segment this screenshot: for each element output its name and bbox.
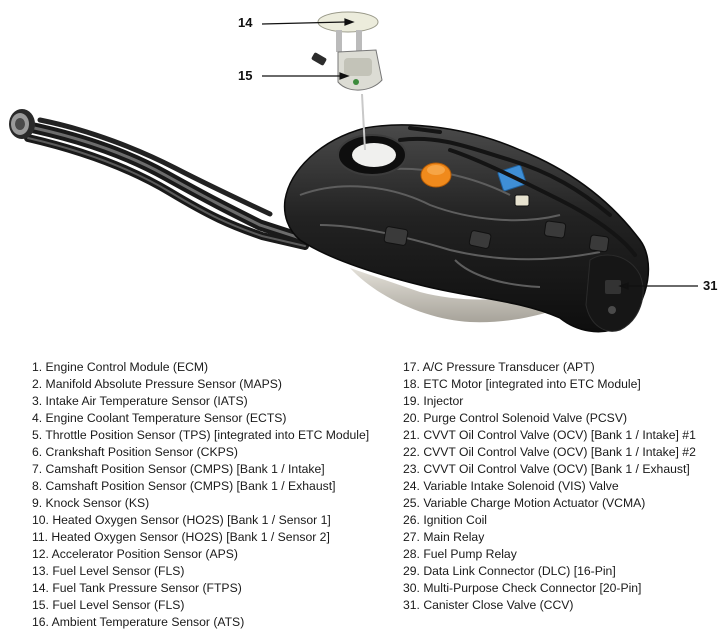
legend-item: 6. Crankshaft Position Sensor (CKPS) <box>32 445 238 459</box>
legend-item: 25. Variable Charge Motion Actuator (VCM… <box>403 496 646 510</box>
legend-item: 27. Main Relay <box>403 530 485 544</box>
legend-item: 21. CVVT Oil Control Valve (OCV) [Bank 1… <box>403 428 696 442</box>
vent-lines <box>398 126 637 257</box>
legend-item: 23. CVVT Oil Control Valve (OCV) [Bank 1… <box>403 462 690 476</box>
legend-item: 5. Throttle Position Sensor (TPS) [integ… <box>32 428 370 442</box>
legend-item: 29. Data Link Connector (DLC) [16-Pin] <box>403 564 616 578</box>
legend-item: 16. Ambient Temperature Sensor (ATS) <box>32 615 245 629</box>
legend-item: 18. ETC Motor [integrated into ETC Modul… <box>403 377 641 391</box>
filler-neck-hoses <box>14 117 309 250</box>
callout-leaders <box>261 18 698 290</box>
legend-item: 8. Camshaft Position Sensor (CMPS) [Bank… <box>32 479 336 493</box>
legend-item: 26. Ignition Coil <box>403 513 488 527</box>
legend-item: 4. Engine Coolant Temperature Sensor (EC… <box>32 411 287 425</box>
legend-item: 1. Engine Control Module (ECM) <box>32 360 209 374</box>
legend-item: 24. Variable Intake Solenoid (VIS) Valve <box>403 479 619 493</box>
legend-item: 31. Canister Close Valve (CCV) <box>403 598 574 612</box>
legend-item: 3. Intake Air Temperature Sensor (IATS) <box>32 394 248 408</box>
legend-item: 13. Fuel Level Sensor (FLS) <box>32 564 185 578</box>
callout-14: 14 <box>238 15 253 30</box>
legend-item: 9. Knock Sensor (KS) <box>32 496 150 510</box>
orange-cap <box>420 162 452 188</box>
heat-shield <box>350 268 590 323</box>
legend-item: 20. Purge Control Solenoid Valve (PCSV) <box>403 411 628 425</box>
legend-item: 2. Manifold Absolute Pressure Sensor (MA… <box>32 377 282 391</box>
legend-item: 15. Fuel Level Sensor (FLS) <box>32 598 185 612</box>
legend-left-column: 1. Engine Control Module (ECM) 2. Manifo… <box>32 359 369 631</box>
fuel-tank-diagram <box>9 11 698 333</box>
legend-item: 22. CVVT Oil Control Valve (OCV) [Bank 1… <box>403 445 696 459</box>
tank-pads <box>383 194 610 253</box>
legend-item: 11. Heated Oxygen Sensor (HO2S) [Bank 1 … <box>32 530 330 544</box>
legend-item: 30. Multi-Purpose Check Connector [20-Pi… <box>403 581 642 595</box>
legend-item: 28. Fuel Pump Relay <box>403 547 517 561</box>
legend-right-column: 17. A/C Pressure Transducer (APT) 18. ET… <box>403 359 696 614</box>
legend-item: 14. Fuel Tank Pressure Sensor (FTPS) <box>32 581 242 595</box>
filler-neck <box>9 109 35 139</box>
pump-flange-opening <box>337 134 407 176</box>
legend-item: 7. Camshaft Position Sensor (CMPS) [Bank… <box>32 462 325 476</box>
legend-item: 12. Accelerator Position Sensor (APS) <box>32 547 238 561</box>
legend-item: 19. Injector <box>403 394 464 408</box>
legend-item: 10. Heated Oxygen Sensor (HO2S) [Bank 1 … <box>32 513 331 527</box>
callout-15: 15 <box>238 68 253 83</box>
canister-close-valve <box>585 254 644 332</box>
legend-item: 17. A/C Pressure Transducer (APT) <box>403 360 595 374</box>
callout-31: 31 <box>703 278 718 293</box>
